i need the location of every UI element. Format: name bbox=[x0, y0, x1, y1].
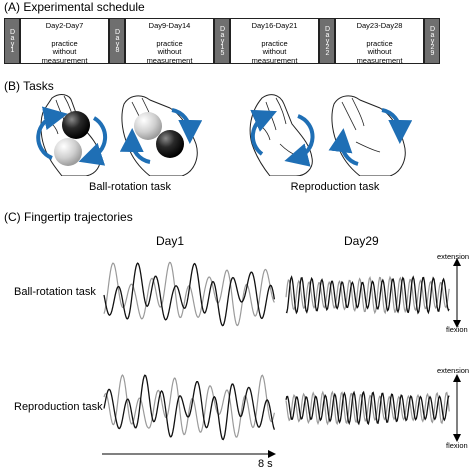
section-a-title: (A) Experimental schedule bbox=[4, 0, 145, 14]
schedule-day-cell: Day1 bbox=[4, 18, 20, 64]
schedule-day-label: Day8 bbox=[114, 29, 121, 53]
practice-description-line: measurement bbox=[146, 55, 193, 65]
practice-description-line: without bbox=[262, 47, 287, 56]
day29-reproduction-trace-gray bbox=[285, 390, 450, 426]
rotation-arrow-icon bbox=[171, 108, 203, 144]
practice-description-line: measurement bbox=[41, 55, 88, 65]
ball-rotation-hand-2 bbox=[119, 95, 203, 176]
day29-reproduction-trace-dark bbox=[285, 390, 450, 426]
up-arrow-icon bbox=[453, 258, 461, 266]
flexion-label-2: flexion bbox=[446, 441, 468, 450]
schedule-day-label: Day22 bbox=[324, 26, 331, 56]
reproduction-hand-1 bbox=[249, 94, 315, 176]
day1-ball-trace-gray bbox=[103, 261, 275, 327]
day1-label: Day1 bbox=[156, 234, 185, 248]
day1-reproduction-trace-dark bbox=[103, 374, 276, 441]
black-ball bbox=[156, 130, 184, 158]
down-arrow-icon bbox=[453, 434, 461, 442]
practice-period-title: Day23-Day28 bbox=[356, 21, 403, 30]
ball-rotation-hand-1 bbox=[36, 94, 108, 176]
day29-ball-trace-dark bbox=[285, 275, 450, 315]
schedule-day-label: Day29 bbox=[429, 26, 436, 56]
ball-rotation-caption: Ball-rotation task bbox=[89, 181, 171, 193]
extension-label-2: extension bbox=[437, 366, 470, 375]
trajectory-plots bbox=[102, 258, 461, 458]
section-c-title: (C) Fingertip trajectories bbox=[4, 210, 133, 224]
section-b-title: (B) Tasks bbox=[4, 79, 54, 93]
up-arrow-icon bbox=[453, 374, 461, 382]
practice-description-line: measurement bbox=[251, 55, 298, 65]
gray-ball bbox=[134, 112, 162, 140]
practice-description-line: measurement bbox=[356, 55, 403, 65]
reproduction-hand-2 bbox=[328, 95, 413, 176]
day29-label: Day29 bbox=[344, 234, 379, 248]
schedule-day-cell: Day8 bbox=[109, 18, 125, 64]
gray-ball bbox=[54, 138, 82, 166]
rotation-arrow-icon bbox=[119, 128, 151, 164]
practice-period-title: Day2-Day7 bbox=[45, 21, 84, 30]
practice-description-line: practice bbox=[51, 38, 78, 48]
rotation-arrow-icon bbox=[328, 128, 359, 166]
down-arrow-icon bbox=[453, 320, 461, 328]
row-ball-rotation-label: Ball-rotation task bbox=[14, 286, 96, 298]
extension-label-1: extension bbox=[437, 252, 470, 261]
schedule-day-cell: Day15 bbox=[214, 18, 230, 64]
row-reproduction-label: Reproduction task bbox=[14, 401, 103, 413]
black-ball bbox=[62, 111, 90, 139]
practice-description-line: practice bbox=[261, 38, 288, 48]
task-illustrations bbox=[36, 94, 413, 176]
time-scale-label: 8 s bbox=[258, 458, 273, 470]
practice-description-line: practice bbox=[156, 38, 183, 48]
day1-reproduction-trace-gray bbox=[103, 374, 275, 438]
right-arrow-icon bbox=[268, 450, 276, 458]
schedule-day-cell: Day22 bbox=[319, 18, 335, 64]
rotation-arrow-icon bbox=[284, 114, 315, 167]
practice-description-line: without bbox=[157, 47, 182, 56]
practice-description-line: practice bbox=[366, 38, 393, 48]
reproduction-caption: Reproduction task bbox=[290, 181, 380, 193]
rotation-arrow-icon bbox=[36, 106, 68, 160]
schedule-day-cell: Day29 bbox=[424, 18, 440, 64]
flexion-label-1: flexion bbox=[446, 325, 468, 334]
practice-period-title: Day9-Day14 bbox=[148, 21, 191, 30]
rotation-arrow-icon bbox=[381, 108, 413, 144]
day1-ball-trace-dark bbox=[103, 262, 276, 327]
rotation-arrow-icon bbox=[78, 116, 108, 166]
practice-period-title: Day16-Day21 bbox=[251, 21, 298, 30]
practice-description-line: without bbox=[52, 47, 77, 56]
schedule-day-label: Day1 bbox=[9, 29, 16, 53]
practice-description-line: without bbox=[367, 47, 392, 56]
rotation-arrow-icon bbox=[250, 109, 277, 156]
schedule-day-label: Day15 bbox=[219, 26, 226, 56]
